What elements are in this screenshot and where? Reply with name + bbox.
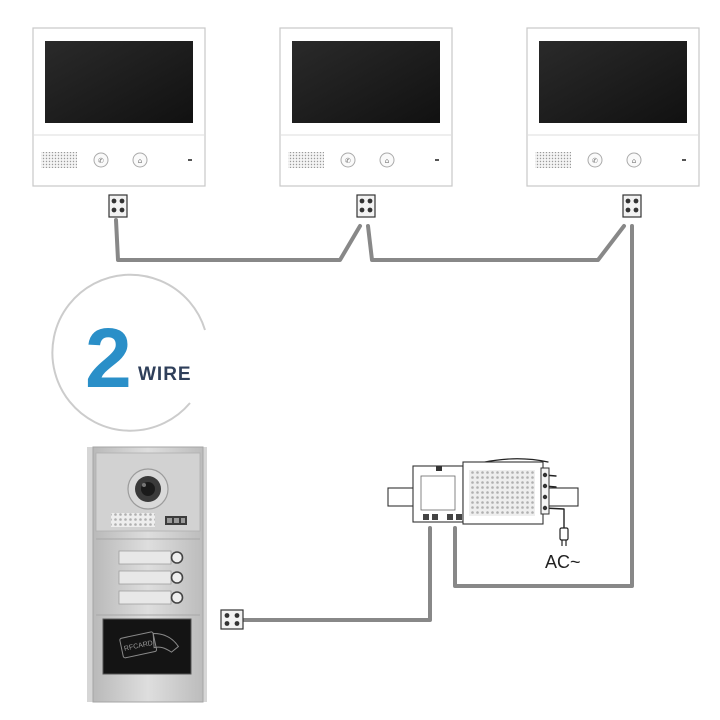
power-led-icon <box>188 159 192 161</box>
speaker-grille <box>41 152 77 168</box>
power-supply-unit: AC~ <box>387 461 581 572</box>
svg-text:✆: ✆ <box>592 157 598 165</box>
wire-monitor3-to-power <box>453 224 634 588</box>
call-button[interactable] <box>170 551 184 564</box>
wire-monitor2-to-monitor3 <box>366 224 626 262</box>
monitor-3: ✆ ⌂ <box>526 27 700 187</box>
terminal-block-monitor-2 <box>356 194 376 218</box>
call-button[interactable] <box>170 571 184 584</box>
call-button-icon <box>93 152 109 168</box>
unlock-button-icon <box>379 152 395 168</box>
speaker-grille <box>288 152 324 168</box>
logo-ring <box>51 273 206 432</box>
ac-cord <box>543 474 565 529</box>
monitor-screen <box>292 41 440 123</box>
power-led-icon <box>435 159 439 161</box>
terminal-block-monitor-1 <box>108 194 128 218</box>
monitor-screen <box>45 41 193 123</box>
name-tag-button-2[interactable] <box>118 570 184 585</box>
controller-module <box>412 465 464 523</box>
name-tag-button-3[interactable] <box>118 590 184 605</box>
svg-text:⌂: ⌂ <box>385 157 389 165</box>
call-button-icon <box>587 152 603 168</box>
ac-plug-icon <box>559 527 569 546</box>
wire-power-to-door <box>242 526 432 622</box>
wiring <box>114 218 634 622</box>
psu-vent <box>469 470 535 516</box>
ac-terminal-strip <box>540 467 550 515</box>
speaker-grille <box>535 152 571 168</box>
monitor-2: ✆ ⌂ <box>279 27 453 187</box>
monitor-screen <box>539 41 687 123</box>
call-button[interactable] <box>170 591 184 604</box>
two-wire-logo: 2 WIRE <box>51 273 206 432</box>
logo-digit: 2 <box>85 311 132 405</box>
power-led-icon <box>682 159 686 161</box>
terminal-block-monitor-3 <box>622 194 642 218</box>
svg-text:✆: ✆ <box>98 157 104 165</box>
microphone-grille <box>111 513 155 527</box>
door-station: RFCARD <box>87 446 207 703</box>
logo-word: WIRE <box>138 364 192 385</box>
ac-label: AC~ <box>545 552 581 572</box>
monitor-1: ✆ ⌂ <box>32 27 206 187</box>
name-tag-button-1[interactable] <box>118 550 184 565</box>
unlock-button-icon <box>626 152 642 168</box>
call-button-icon <box>340 152 356 168</box>
svg-text:⌂: ⌂ <box>138 157 142 165</box>
terminal-block-door-station <box>220 609 244 630</box>
svg-text:⌂: ⌂ <box>632 157 636 165</box>
rfid-card-reader[interactable] <box>102 618 192 675</box>
wire-monitor1-to-monitor2 <box>114 218 362 262</box>
svg-text:✆: ✆ <box>345 157 351 165</box>
unlock-button-icon <box>132 152 148 168</box>
